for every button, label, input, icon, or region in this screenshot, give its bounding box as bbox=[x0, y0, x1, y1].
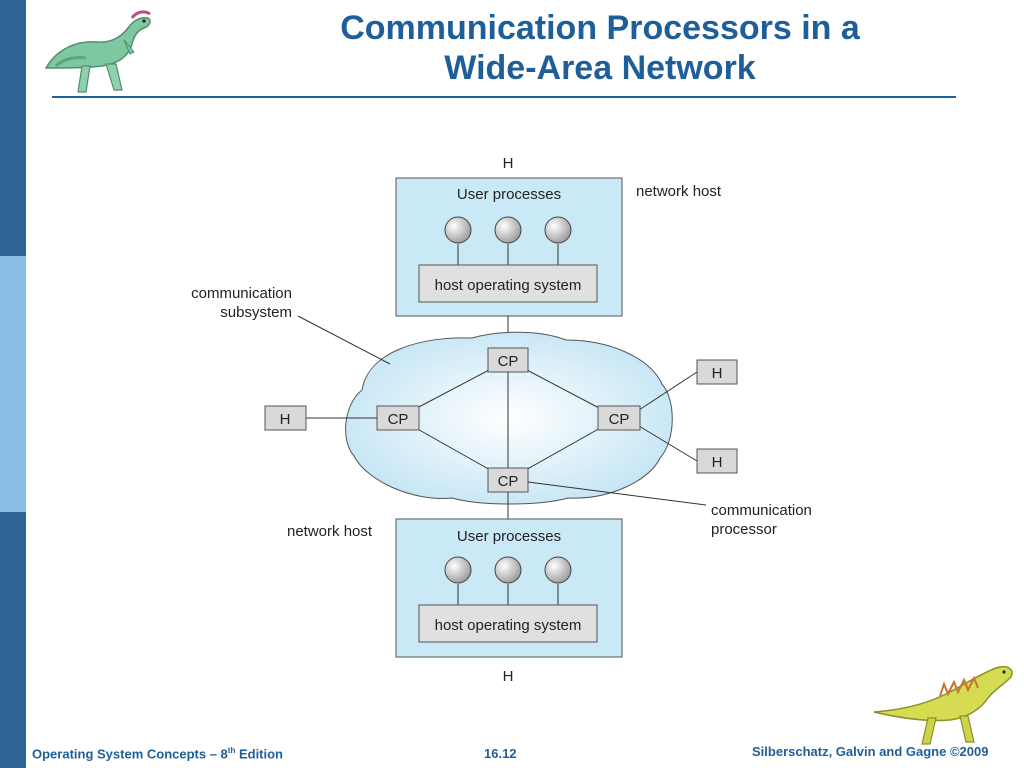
cp-node-left-label: CP bbox=[388, 411, 409, 428]
cp-node-right-label: CP bbox=[609, 411, 630, 428]
top-process-circle bbox=[444, 216, 472, 244]
footer-book-title: Operating System Concepts – 8th Edition bbox=[32, 746, 284, 762]
h-node-left bbox=[264, 405, 307, 431]
bottom-process-circle bbox=[444, 556, 472, 584]
bottom-host-os-box bbox=[418, 604, 598, 643]
h-node-right-bottom-label: H bbox=[712, 454, 723, 471]
top-process-circle bbox=[544, 216, 572, 244]
communication-subsystem-cloud bbox=[345, 331, 673, 505]
h-node-right-bottom bbox=[696, 448, 738, 474]
cp-node-bottom-label: CP bbox=[498, 473, 519, 490]
bottom-user-processes-label: User processes bbox=[457, 528, 561, 545]
bottom-process-circle bbox=[544, 556, 572, 584]
h-node-left-label: H bbox=[280, 411, 291, 428]
cp-node-top bbox=[487, 347, 529, 373]
comm-subsystem-label-line1: communication bbox=[191, 285, 292, 302]
cp-node-bottom bbox=[487, 467, 529, 493]
top-host-os-label: host operating system bbox=[435, 277, 582, 294]
page-title: Communication Processors in a Wide-Area … bbox=[160, 8, 1024, 88]
h-node-right-top bbox=[696, 359, 738, 385]
title-underline bbox=[52, 96, 956, 98]
comm-subsystem-label-line2: subsystem bbox=[220, 304, 292, 321]
cp-node-left bbox=[376, 405, 420, 431]
top-user-processes-label: User processes bbox=[457, 186, 561, 203]
left-accent-bar bbox=[0, 0, 26, 768]
cp-node-right bbox=[597, 405, 641, 431]
comm-processor-label-line2: processor bbox=[711, 521, 777, 538]
top-network-host-label: network host bbox=[636, 183, 722, 200]
footer-copyright: Silberschatz, Galvin and Gagne ©2009 bbox=[752, 744, 989, 759]
top-host-h-label: H bbox=[503, 155, 514, 172]
top-host-os-box bbox=[418, 264, 598, 303]
bottom-host-os-label: host operating system bbox=[435, 617, 582, 634]
top-process-circle bbox=[494, 216, 522, 244]
page-title-line1: Communication Processors in a bbox=[340, 9, 860, 47]
bottom-network-host-label: network host bbox=[287, 523, 373, 540]
bottom-host-h-label: H bbox=[503, 668, 514, 685]
comm-processor-label-line1: communication bbox=[711, 502, 812, 519]
page-title-line2: Wide-Area Network bbox=[444, 49, 756, 87]
h-node-right-top-label: H bbox=[712, 365, 723, 382]
footer-page-number: 16.12 bbox=[484, 746, 517, 761]
bottom-process-circle bbox=[494, 556, 522, 584]
dinosaur-bottom-right-icon bbox=[873, 666, 1013, 745]
dinosaur-top-left-icon bbox=[44, 10, 151, 93]
cp-node-top-label: CP bbox=[498, 353, 519, 370]
